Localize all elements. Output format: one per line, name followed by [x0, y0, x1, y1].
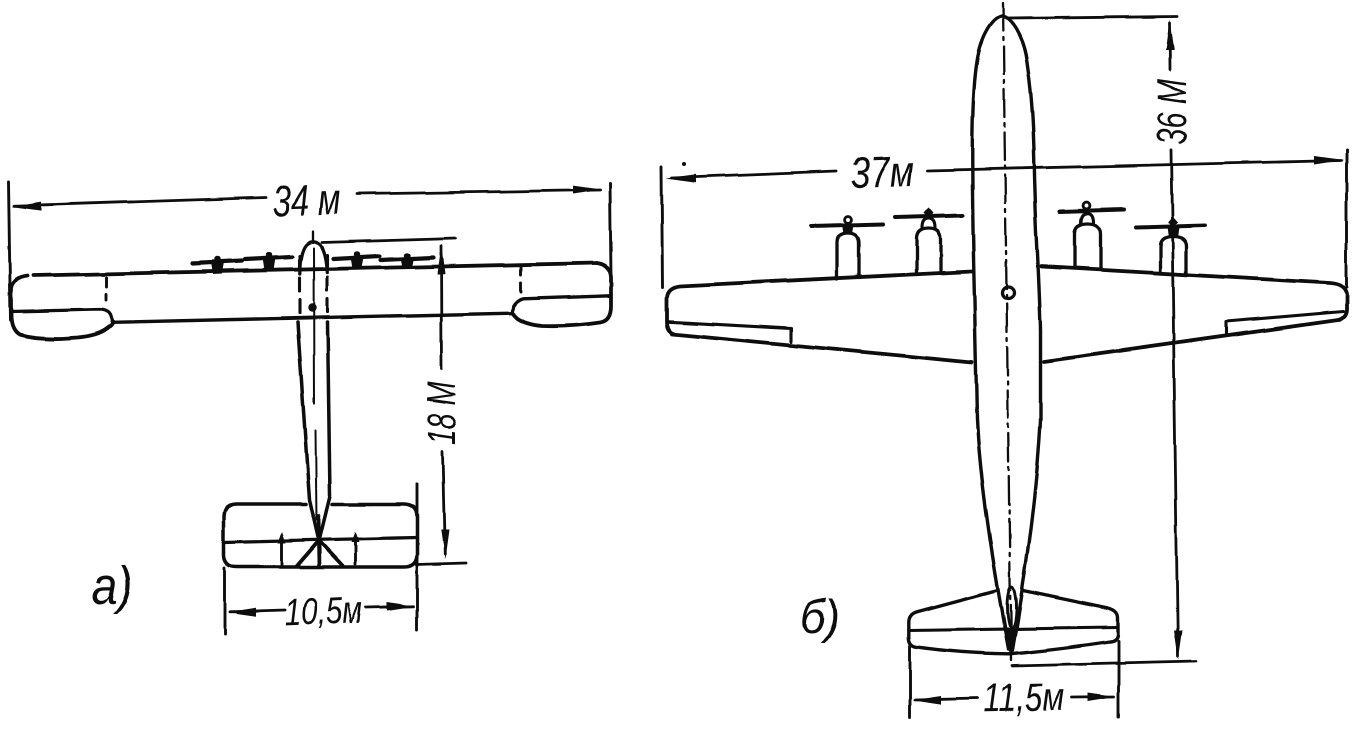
svg-text:37м: 37м [850, 147, 916, 198]
svg-text:34 м: 34 м [272, 175, 342, 226]
svg-text:а): а) [91, 556, 133, 616]
svg-text:11,5м: 11,5м [982, 675, 1065, 720]
svg-text:10,5м: 10,5м [284, 590, 363, 635]
svg-text:36 М: 36 М [1148, 79, 1195, 145]
svg-text:б): б) [800, 591, 840, 644]
svg-text:18 М: 18 М [420, 381, 464, 445]
